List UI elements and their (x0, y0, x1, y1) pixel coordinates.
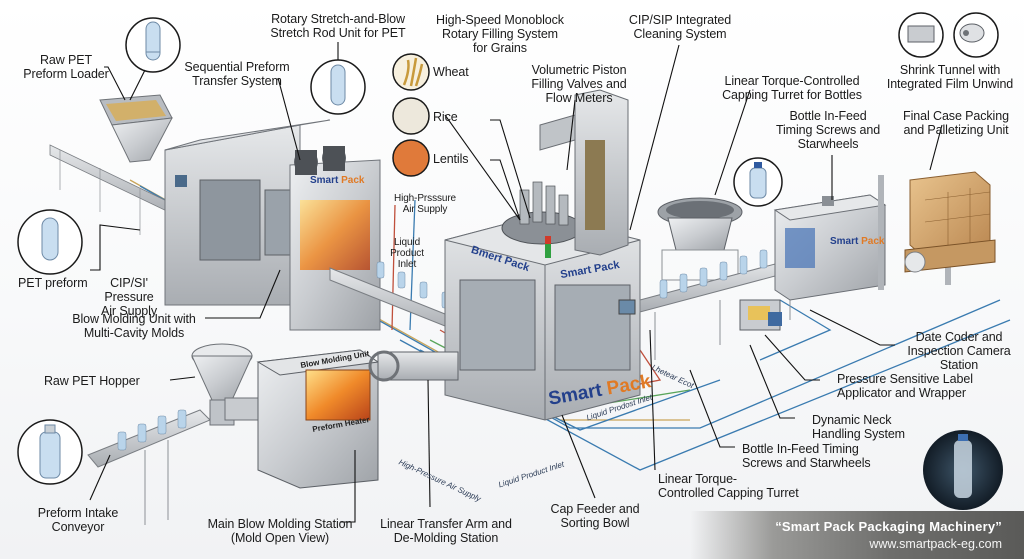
label-bottle-infeed-top: Bottle In-Feed Timing Screws and Starwhe… (775, 109, 881, 151)
inset-rice-icon (392, 97, 430, 135)
label-lentils: Lentils (433, 152, 469, 166)
rotary-filler (444, 181, 641, 421)
brand-word2: Pack (861, 236, 885, 247)
label-pressure-label: Pressure Sensitive Label Applicator and … (837, 372, 973, 400)
main-blow-molding-station-art (256, 349, 459, 489)
label-raw-pet-preform-loader: Raw PET Preform Loader (23, 53, 109, 81)
shrink-tunnel (773, 194, 887, 301)
brand-word1: Smart (830, 236, 859, 247)
label-liquid-product-inlet: Liquid Product Inlet (390, 237, 424, 270)
inset-shrink-tunnel-icon (898, 12, 944, 58)
label-pet-preform: PET preform (18, 276, 88, 290)
label-rice: Rice (433, 110, 458, 124)
label-cip-sip: CIP/SIP Integrated Cleaning System (628, 13, 732, 41)
inset-lentils-icon (392, 139, 430, 177)
label-raw-pet-hopper: Raw PET Hopper (44, 374, 140, 388)
brand-blow-molding: Smart Pack (310, 175, 365, 186)
label-cip-pressure-air: CIP/SI' Pressure Air Supply (101, 276, 157, 318)
label-high-pressure-air: High-Prsssure Air Supply (393, 193, 457, 215)
inset-pet-preform (17, 209, 83, 275)
label-blow-molding-unit-cavity: Blow Molding Unit with Multi-Cavity Mold… (72, 312, 196, 340)
label-final-case-packing: Final Case Packing and Palletizing Unit (903, 109, 1009, 137)
label-bottle-infeed-bottom: Bottle In-Feed Timing Screws and Starwhe… (742, 442, 871, 470)
label-linear-transfer-arm: Linear Transfer Arm and De-Molding Stati… (380, 517, 512, 545)
inset-stretch-rod-preform (310, 59, 366, 115)
inset-dark-bottle (923, 430, 1003, 510)
label-linear-torque-capping: Linear Torque- Controlled Capping Turret (658, 472, 799, 500)
bucket-elevator (539, 89, 629, 256)
preform-loader-hopper (99, 94, 173, 163)
label-linear-torque-capping-bottles: Linear Torque-Controlled Capping Turret … (722, 74, 862, 102)
label-volumetric-piston: Volumetric Piston Filling Valves and Flo… (531, 63, 627, 105)
brand-shrink-tunnel: Smart Pack (830, 236, 885, 247)
label-high-speed-monoblock: High-Speed Monoblock Rotary Filling Syst… (436, 13, 564, 55)
inset-preform-loader (125, 17, 181, 73)
capping-labeling-conveyor (639, 249, 791, 360)
label-dynamic-neck: Dynamic Neck Handling System (812, 413, 905, 441)
palletizer (878, 171, 996, 290)
inset-wheat-icon (392, 53, 430, 91)
label-sequential-preform-transfer: Sequential Preform Transfer System (184, 60, 290, 88)
label-main-blow-molding: Main Blow Molding Station (Mold Open Vie… (207, 517, 353, 545)
footer-banner: “Smart Pack Packaging Machinery” www.sma… (690, 511, 1024, 559)
label-rotary-stretch-blow: Rotary Stretch-and-Blow Stretch Rod Unit… (270, 12, 406, 40)
label-wheat: Wheat (433, 65, 469, 79)
cap-feeder-bowl (657, 197, 743, 281)
footer-url: www.smartpack-eg.com (869, 537, 1002, 551)
leader-lines (89, 42, 943, 523)
inset-film-roll-icon (953, 12, 999, 58)
inset-bottle-left (17, 419, 83, 485)
brand-word2: Pack (341, 175, 365, 186)
top-left-conveyor (49, 144, 176, 245)
blow-molding-machine (164, 119, 381, 331)
label-preform-intake-conveyor: Preform Intake Conveyor (37, 506, 119, 534)
raw-pet-hopper-art (191, 343, 276, 426)
label-shrink-tunnel: Shrink Tunnel with Integrated Film Unwin… (886, 63, 1014, 91)
inset-bottle-right (733, 157, 783, 207)
brand-word1: Smart (310, 175, 339, 186)
footer-title: “Smart Pack Packaging Machinery” (775, 519, 1002, 534)
label-cap-feeder: Cap Feeder and Sorting Bowl (550, 502, 640, 530)
label-date-coder: Date Coder and Inspection Camera Station (907, 330, 1011, 372)
